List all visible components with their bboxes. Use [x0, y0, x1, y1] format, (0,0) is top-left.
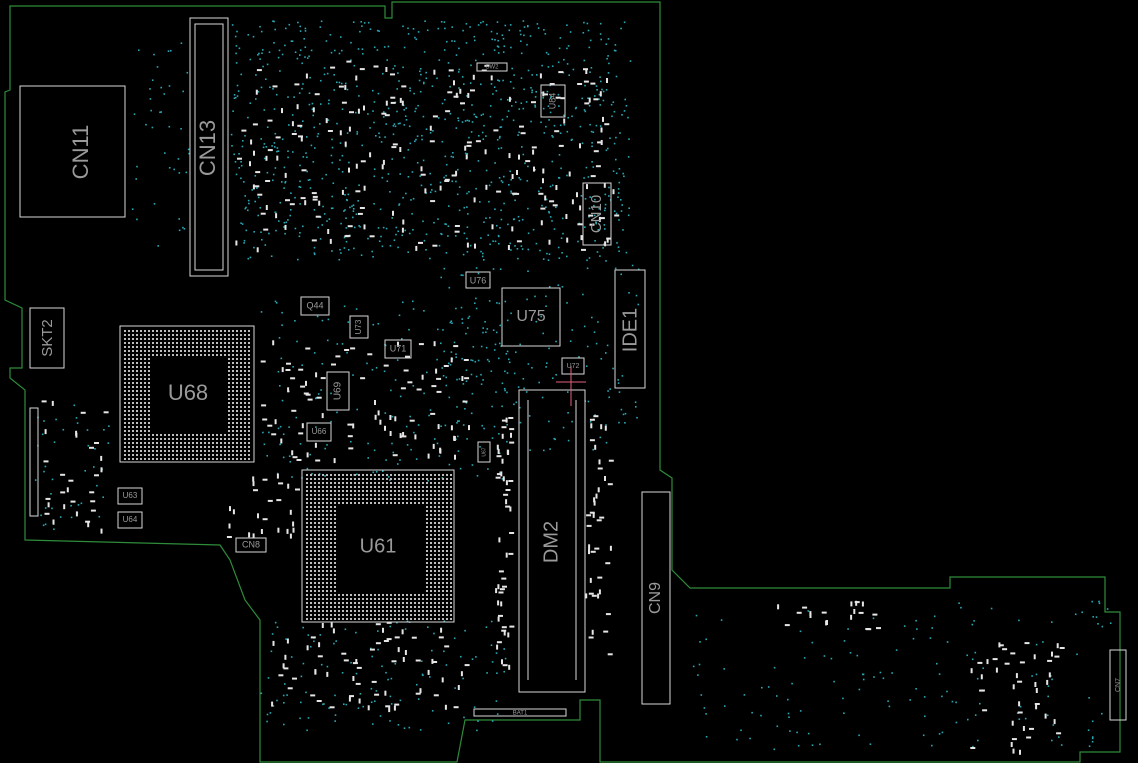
- left-edge-connector: [29, 407, 39, 517]
- cn10-label: CN10: [588, 195, 605, 233]
- u76-outline: [465, 271, 491, 289]
- via-field: [34, 20, 1112, 751]
- u66-label: U66: [312, 427, 327, 436]
- u66-outline: [306, 422, 332, 442]
- cn11-label: CN11: [68, 125, 93, 180]
- pad-field: [41, 60, 1065, 755]
- sw2-outline: [476, 62, 508, 72]
- u71-outline: [384, 339, 412, 359]
- u63-label: U63: [123, 491, 138, 500]
- u84-label: U84: [547, 93, 557, 110]
- cn7-outline: [1109, 649, 1127, 721]
- cn13-inner: [194, 23, 224, 271]
- cn9-label: CN9: [647, 582, 664, 614]
- u61-label: U61: [360, 535, 397, 557]
- u67-outline: [477, 441, 491, 463]
- u68-label: U68: [168, 380, 208, 405]
- q44-outline: [300, 296, 330, 316]
- u69-label: U69: [333, 381, 344, 400]
- cn9-outline: [641, 491, 671, 705]
- u69-outline: [326, 371, 350, 411]
- cn13-outline: [189, 17, 229, 277]
- dm2-label: DM2: [540, 521, 562, 563]
- ide1-label: IDE1: [619, 308, 641, 352]
- u72-outline: [561, 357, 585, 375]
- ide1-outline: [614, 269, 646, 389]
- u73-outline: [349, 315, 369, 339]
- u63-outline: [117, 487, 143, 505]
- u61-ball-grid: [306, 474, 452, 620]
- u73-label: U73: [354, 319, 363, 334]
- cn8-label: CN8: [242, 539, 260, 549]
- cn13-label: CN13: [195, 120, 220, 176]
- cn8-outline: [235, 537, 267, 553]
- bat1-label: BAT1: [513, 711, 528, 717]
- u84-outline: [540, 84, 566, 118]
- u61-outline: [301, 469, 455, 623]
- sw2-label: SW2: [485, 65, 499, 71]
- u71-label: U71: [390, 343, 407, 353]
- u64-label: U64: [123, 515, 138, 524]
- dm2-outline: [518, 389, 586, 693]
- skt2-label: SKT2: [39, 319, 56, 357]
- board-outline: [4, 1, 1121, 763]
- u68-ball-grid: [124, 330, 250, 460]
- u67-label: U67: [481, 447, 487, 456]
- cn7-label: CN7: [1115, 678, 1122, 692]
- skt2-outline: [29, 307, 65, 369]
- u68-outline: [119, 325, 255, 463]
- u72-label: U72: [567, 363, 580, 370]
- u75-label: U75: [516, 308, 545, 325]
- u76-label: U76: [470, 275, 487, 285]
- q44-label: Q44: [306, 300, 323, 310]
- cn10-outline: [582, 182, 612, 246]
- u64-outline: [117, 511, 143, 529]
- u75-outline: [501, 287, 561, 347]
- bat1-outline: [473, 708, 567, 717]
- cn11-outline: [19, 85, 126, 218]
